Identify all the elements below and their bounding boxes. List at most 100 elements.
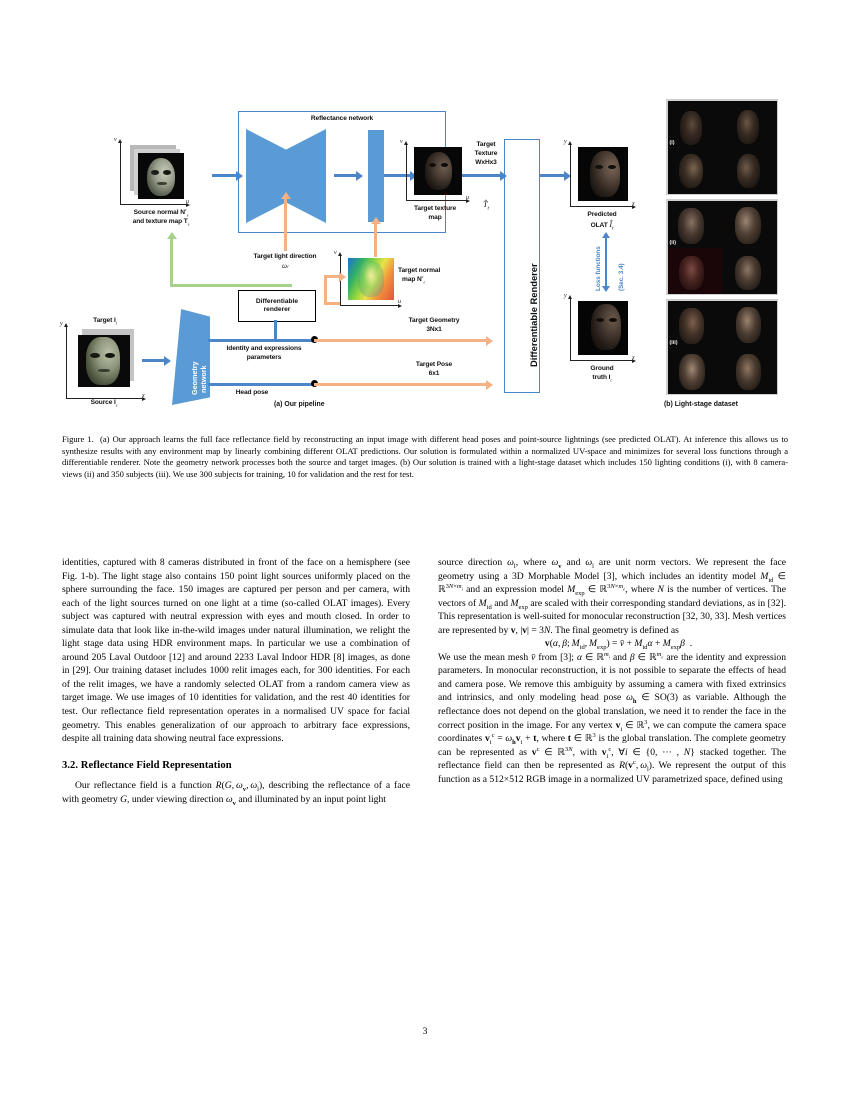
green-feedback-arrowhead <box>167 232 177 239</box>
figure-1: Reflectance network Target light directi… <box>60 95 788 420</box>
network-internal-arrow <box>334 174 358 177</box>
body-column-left: identities, captured with 8 cameras dist… <box>62 556 410 806</box>
source-input-label: Source Is <box>66 399 142 407</box>
loss-functions-arrow-shaft <box>605 237 608 287</box>
differentiable-renderer-label: Differentiable Renderer <box>528 263 539 367</box>
source-input-sub: s <box>115 402 118 408</box>
target-normal-axis-u: u <box>398 299 401 305</box>
target-pose-arrow <box>314 383 490 386</box>
predicted-olat-thumbnail <box>578 147 628 201</box>
dataset-panel-ii: (ii) <box>666 199 778 295</box>
dataset-panel-label: (iii) <box>669 339 678 346</box>
target-texture-map-label-1: Target texture <box>413 205 457 212</box>
diff-renderer-small-label-1: Differentiable <box>255 297 299 305</box>
dataset-panel-iii: (iii) <box>666 299 778 395</box>
left-paragraph-1: identities, captured with 8 cameras dist… <box>62 557 410 745</box>
ground-truth-label-2: truth It <box>562 374 642 382</box>
target-texture-arrow-label-1: Target <box>476 141 496 148</box>
target-texture-axis-u: u <box>466 195 469 201</box>
geometry-network-label-1: Geometry <box>190 361 199 395</box>
loss-functions-section-label: (Sec. 3.4) <box>618 263 625 291</box>
body-column-right: source direction ωl, where ωv and ωl are… <box>438 556 786 786</box>
dataset-cell <box>722 247 777 294</box>
target-texture-symbol-sub: t <box>487 205 489 212</box>
input-to-geometry-arrowhead <box>164 355 171 366</box>
input-axis-x: x <box>142 393 145 399</box>
renderer-to-normalmap-arrow-link <box>324 302 340 305</box>
target-source-input-thumbnail <box>76 329 138 391</box>
predicted-olat-text: OLAT <box>590 222 608 229</box>
texture-to-renderer-arrowhead <box>500 170 507 181</box>
renderer-to-normalmap-arrow-vertical <box>324 275 327 305</box>
source-normal-sup: c <box>184 206 187 212</box>
target-pose-arrowhead <box>486 379 493 390</box>
right-paragraph-2: We use the mean mesh v̄ from [3]; α ∈ ℝm… <box>438 650 787 785</box>
identity-expressions-label-2: parameters <box>246 354 282 361</box>
target-input-text: Target I <box>93 317 116 324</box>
light-direction-arrowhead <box>281 192 291 199</box>
figure-caption-text: (a) Our approach learns the full face re… <box>62 434 788 479</box>
panel-a-caption: (a) Our pipeline <box>274 401 325 408</box>
input-to-geometry-arrow <box>142 359 166 362</box>
normal-map-to-network-arrow-shaft <box>374 222 377 257</box>
target-texture-symbol-text: T̂ <box>483 200 488 209</box>
light-direction-arrow-shaft <box>284 197 287 251</box>
source-to-network-arrow <box>212 174 238 177</box>
head-pose-label: Head pose <box>235 389 269 396</box>
target-normal-sup: c <box>421 273 424 279</box>
panel-b-caption: (b) Light-stage dataset <box>664 401 738 408</box>
target-texture-arrow-label-2: Texture <box>474 150 498 157</box>
differentiable-renderer-small-box: Differentiable renderer <box>238 290 316 322</box>
target-normal-axes <box>338 252 402 308</box>
ground-truth-text: truth I <box>592 374 611 381</box>
target-texture-arrow-label-3: WxHx3 <box>475 159 497 166</box>
reflectance-network-label: Reflectance network <box>310 115 374 122</box>
target-normal-map-text: map N <box>402 276 422 283</box>
source-normal-sub: s <box>186 212 189 218</box>
left-paragraph-2: Our reflectance field is a function R(G,… <box>62 780 411 807</box>
input-thumbnail-axes <box>64 323 146 401</box>
green-feedback-arrow-horizontal <box>170 284 292 287</box>
dataset-panel-label: (i) <box>669 139 675 146</box>
input-axis-y: y <box>60 321 63 327</box>
target-input-label: Target It <box>72 317 138 325</box>
source-to-network-arrowhead <box>236 170 243 181</box>
predicted-axis-y: y <box>564 139 567 145</box>
predicted-olat-label-1: Predicted <box>587 211 617 218</box>
target-light-direction-label: Target light direction <box>253 253 317 260</box>
network-to-texture-arrowhead <box>410 170 417 181</box>
dataset-cell: (i) <box>667 100 722 147</box>
section-heading-3-2: 3.2. Reflectance Field Representation <box>62 759 232 771</box>
texture-to-renderer-arrow <box>462 174 504 177</box>
figure-caption-label: Figure 1. <box>62 434 94 444</box>
output-conv-block <box>368 130 384 222</box>
ground-truth-thumbnail <box>578 301 628 355</box>
target-geometry-arrowhead <box>486 335 493 346</box>
network-internal-arrowhead <box>356 170 363 181</box>
target-texture-map-label-2: map <box>428 214 442 221</box>
target-normal-map-label-1: Target normal <box>398 267 441 274</box>
figure-panel-a-pipeline: Reflectance network Target light directi… <box>60 95 662 408</box>
renderer-to-normalmap-arrowhead <box>339 271 346 282</box>
source-normal-label: Source normal Ncs <box>106 206 216 218</box>
predicted-olat-label-2: OLAT Ît <box>562 220 642 231</box>
loss-functions-arrowhead-up <box>602 232 610 238</box>
ground-truth-label-1: Ground <box>590 365 614 372</box>
loss-functions-arrowhead-down <box>602 286 610 292</box>
dataset-cell <box>722 347 777 394</box>
differentiable-renderer-box <box>504 139 540 393</box>
ground-truth-sub: t <box>610 377 612 383</box>
dataset-cell <box>722 300 777 347</box>
dataset-cell <box>667 247 722 294</box>
source-axis-u-label: u <box>186 199 189 205</box>
ground-truth-axes <box>568 295 636 363</box>
green-feedback-arrow-vertical <box>170 237 173 287</box>
source-texture-label: and texture map Ts <box>106 218 216 226</box>
dataset-cell: (iii) <box>667 300 722 347</box>
identity-params-line <box>208 339 314 342</box>
dataset-cell <box>722 200 777 247</box>
target-normal-axis-v: v <box>334 250 337 256</box>
target-pose-label-2: 6x1 <box>428 370 440 377</box>
renderer-to-predicted-arrow <box>540 174 568 177</box>
